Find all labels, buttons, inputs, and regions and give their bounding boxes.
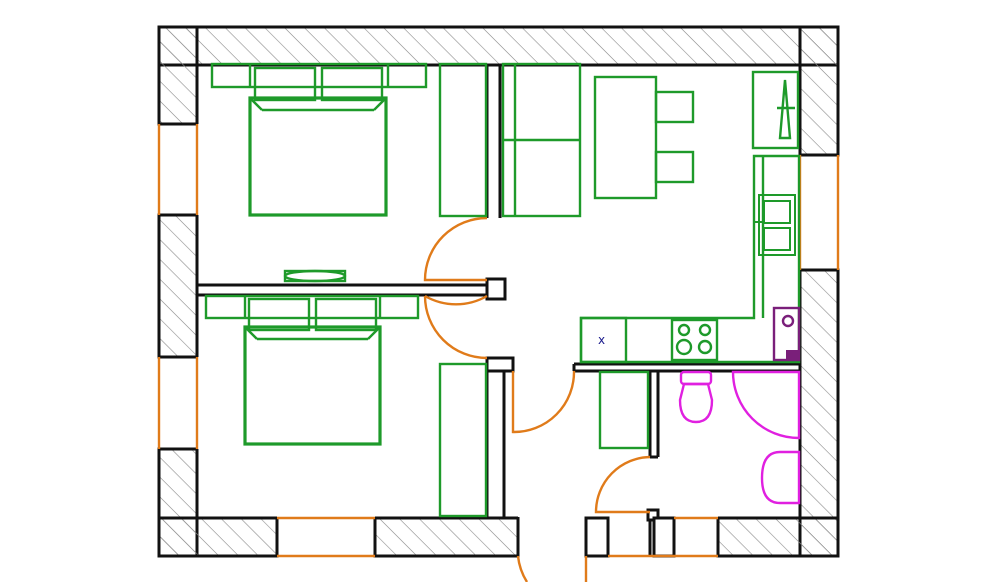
- double-bed: [243, 297, 382, 446]
- window-left-upper: [157, 124, 199, 215]
- window-right: [798, 155, 840, 270]
- nightstand-row: [204, 294, 420, 320]
- window-bottom-right: [608, 516, 718, 558]
- cooktop: [670, 318, 719, 362]
- wardrobe: [438, 62, 488, 218]
- living-kitchen: x: [501, 62, 801, 364]
- toilet: [678, 370, 714, 424]
- door-hall: [511, 370, 576, 434]
- washbasin: [760, 450, 801, 505]
- wardrobe: [438, 362, 488, 518]
- shower: [731, 370, 801, 440]
- bathroom: [678, 370, 801, 505]
- fridge-marker: x: [598, 333, 605, 347]
- door-bedroom-2: [423, 294, 488, 360]
- door-entry: [516, 555, 588, 582]
- sofa: [501, 62, 582, 218]
- double-bed: [248, 66, 388, 217]
- doors: [423, 216, 651, 582]
- fridge: x: [579, 316, 628, 364]
- bedroom-2: [204, 269, 488, 518]
- nightstand-row: [210, 62, 428, 89]
- hall-wardrobe: [598, 370, 650, 450]
- door-bedroom-1: [423, 216, 488, 282]
- dining-table: [593, 75, 695, 200]
- sink: [754, 194, 796, 256]
- tv-unit: [751, 70, 800, 150]
- door-bathroom: [594, 455, 651, 514]
- window-left-lower: [157, 357, 199, 449]
- window-bottom-left: [277, 516, 375, 558]
- ceiling-lamp: [283, 269, 347, 283]
- bedroom-1: [210, 62, 488, 218]
- washing-machine: [772, 306, 801, 362]
